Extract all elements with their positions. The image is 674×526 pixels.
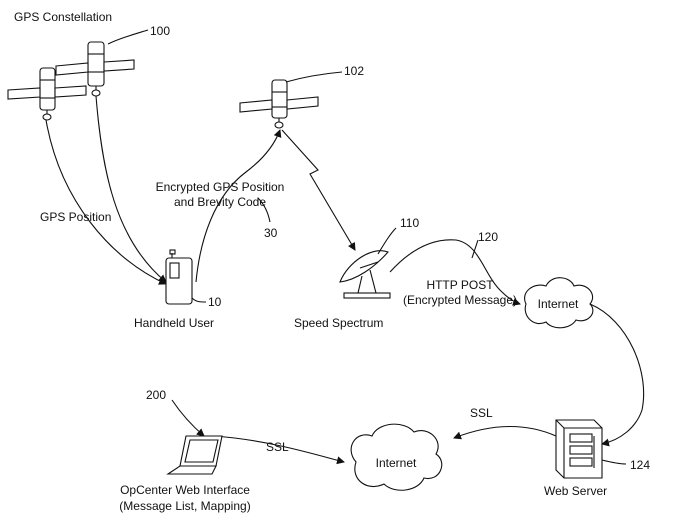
server-icon xyxy=(555,419,603,479)
gps-satellite-right-icon xyxy=(55,41,135,97)
internet-bottom-label: Internet xyxy=(375,456,417,470)
encrypted-gps-label-line2: and Brevity Code xyxy=(173,195,267,209)
handheld-device-icon xyxy=(165,249,193,305)
ssl-right-label: SSL xyxy=(470,406,493,420)
internet-cloud-bottom-icon xyxy=(350,423,443,491)
ref-200: 200 xyxy=(146,388,167,402)
speed-spectrum-label: Speed Spectrum xyxy=(294,316,384,330)
ref-100: 100 xyxy=(150,24,171,38)
handheld-user-label: Handheld User xyxy=(134,316,215,330)
web-server-label: Web Server xyxy=(544,484,608,498)
ref-120: 120 xyxy=(478,230,499,244)
ref-30: 30 xyxy=(264,226,278,240)
ref-102: 102 xyxy=(344,64,365,78)
ssl-left-label: SSL xyxy=(266,440,289,454)
ref-110: 110 xyxy=(400,216,420,230)
satellite-dish-icon xyxy=(339,250,391,299)
gps-constellation-label: GPS Constellation xyxy=(14,10,113,24)
gps-position-label: GPS Position xyxy=(40,210,112,224)
opcenter-label-line1: OpCenter Web Interface xyxy=(120,483,250,497)
gps-satellite-left-icon xyxy=(7,67,87,121)
laptop-icon xyxy=(166,435,223,475)
http-post-label-line2: (Encrypted Message) xyxy=(402,293,518,307)
http-post-label-line1: HTTP POST xyxy=(426,278,494,292)
internet-top-label: Internet xyxy=(537,297,579,311)
encrypted-gps-label-line1: Encrypted GPS Position xyxy=(155,180,285,194)
opcenter-label-line2: (Message List, Mapping) xyxy=(119,499,251,513)
relay-satellite-icon xyxy=(239,79,319,129)
ref-124: 124 xyxy=(630,458,651,472)
ref-10: 10 xyxy=(208,295,222,309)
